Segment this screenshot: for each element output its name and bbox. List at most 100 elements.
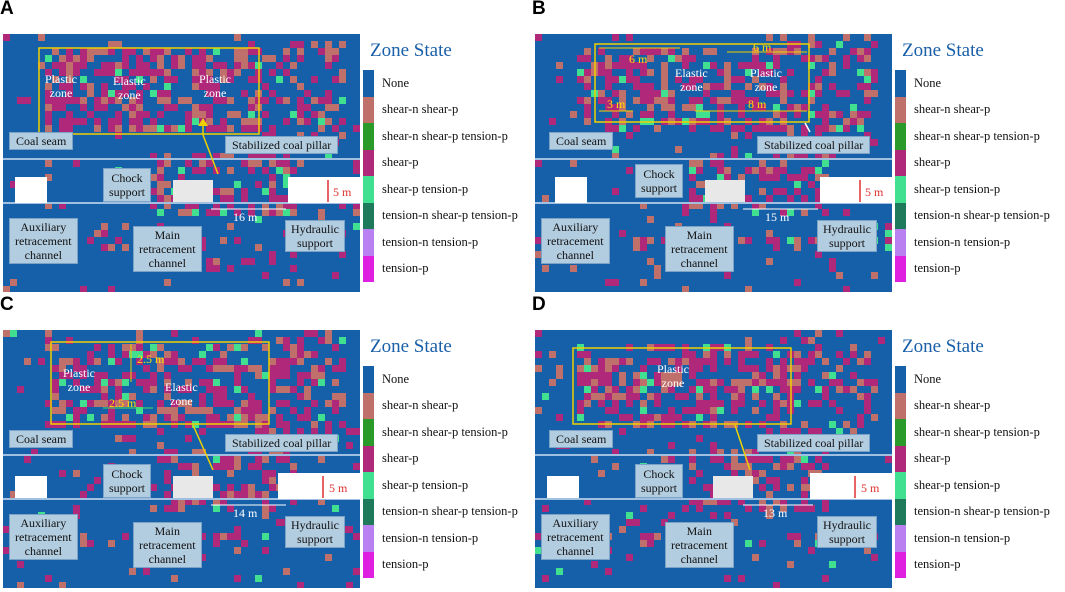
zone-cell [248, 125, 255, 132]
zone-cell [227, 456, 234, 463]
zone-cell [66, 125, 73, 132]
zone-cell [535, 237, 542, 244]
zone-cell [773, 379, 780, 386]
zone-cell [570, 265, 577, 272]
zone-cell [689, 407, 696, 414]
zone-cell [626, 414, 633, 421]
inset-frame [38, 47, 260, 135]
zone-label-2: Plastic zone [750, 66, 782, 94]
zone-cell [353, 202, 360, 209]
zone-cell [248, 414, 255, 421]
zone-cell [815, 330, 822, 337]
zone-cell [577, 400, 584, 407]
zone-cell [619, 125, 626, 132]
legend-swatch [895, 149, 906, 176]
zone-cell [857, 358, 864, 365]
zone-cell [108, 358, 115, 365]
zone-cell [703, 407, 710, 414]
zone-cell [591, 372, 598, 379]
zone-cell [598, 90, 605, 97]
zone-cell [661, 414, 668, 421]
zone-cell [136, 358, 143, 365]
zone-cell [318, 456, 325, 463]
zone-cell [157, 442, 164, 449]
zone-cell [311, 330, 318, 337]
zone-cell [738, 174, 745, 181]
zone-cell [864, 48, 871, 55]
zone-cell [283, 160, 290, 167]
zone-cell [787, 132, 794, 139]
zone-cell [220, 400, 227, 407]
zone-cell [717, 160, 724, 167]
zone-cell [108, 118, 115, 125]
zone-cell [171, 330, 178, 337]
zone-cell [759, 540, 766, 547]
zone-cell [738, 90, 745, 97]
zone-cell [745, 286, 752, 292]
zone-cell [206, 407, 213, 414]
zone-cell [780, 372, 787, 379]
zone-cell [759, 379, 766, 386]
zone-cell [787, 209, 794, 216]
zone-cell [150, 69, 157, 76]
zone-cell [738, 111, 745, 118]
zone-cell [164, 449, 171, 456]
zone-cell [206, 365, 213, 372]
zone-cell [752, 209, 759, 216]
zone-cell [255, 414, 262, 421]
zone-cell [150, 118, 157, 125]
zone-cell [45, 69, 52, 76]
zone-cell [752, 351, 759, 358]
zone-cell [668, 48, 675, 55]
zone-cell [780, 337, 787, 344]
zone-cell [325, 62, 332, 69]
zone-cell [255, 400, 262, 407]
stabilized-pillar-label: Stabilized coal pillar [757, 136, 871, 154]
zone-cell [745, 97, 752, 104]
zone-cell [885, 244, 892, 251]
zone-cell [759, 484, 766, 491]
zone-cell [766, 379, 773, 386]
zone-cell [269, 69, 276, 76]
zone-cell [689, 351, 696, 358]
zone-cell [157, 428, 164, 435]
zone-cell [584, 48, 591, 55]
zone-cell [843, 90, 850, 97]
zone-cell [815, 174, 822, 181]
zone-cell [269, 160, 276, 167]
zone-cell [696, 498, 703, 505]
legend-label: tension-p [914, 557, 961, 572]
zone-cell [283, 400, 290, 407]
zone-cell [129, 372, 136, 379]
zone-cell [311, 428, 318, 435]
zone-cell [598, 365, 605, 372]
zone-cell [801, 153, 808, 160]
zone-cell [339, 421, 346, 428]
zone-cell [80, 386, 87, 393]
legend-item: None [363, 70, 518, 97]
zone-cell [171, 505, 178, 512]
zone-cell [220, 533, 227, 540]
zone-cell [668, 456, 675, 463]
zone-cell [297, 358, 304, 365]
legend-label: None [914, 371, 942, 386]
zone-cell [220, 97, 227, 104]
zone-cell [122, 372, 129, 379]
legend-item: shear-p [895, 149, 1050, 176]
zone-cell [829, 258, 836, 265]
zone-cell [31, 449, 38, 456]
zone-cell [864, 69, 871, 76]
zone-cell [101, 48, 108, 55]
zone-cell [178, 55, 185, 62]
zone-cell [640, 69, 647, 76]
zone-cell [136, 111, 143, 118]
zone-cell [836, 428, 843, 435]
dim-bottom-left: 3 m [607, 97, 626, 111]
zone-cell [598, 69, 605, 76]
zone-cell [94, 379, 101, 386]
zone-cell [815, 195, 822, 202]
zone-cell [773, 167, 780, 174]
zone-cell [710, 386, 717, 393]
zone-cell [619, 358, 626, 365]
zone-cell [255, 244, 262, 251]
